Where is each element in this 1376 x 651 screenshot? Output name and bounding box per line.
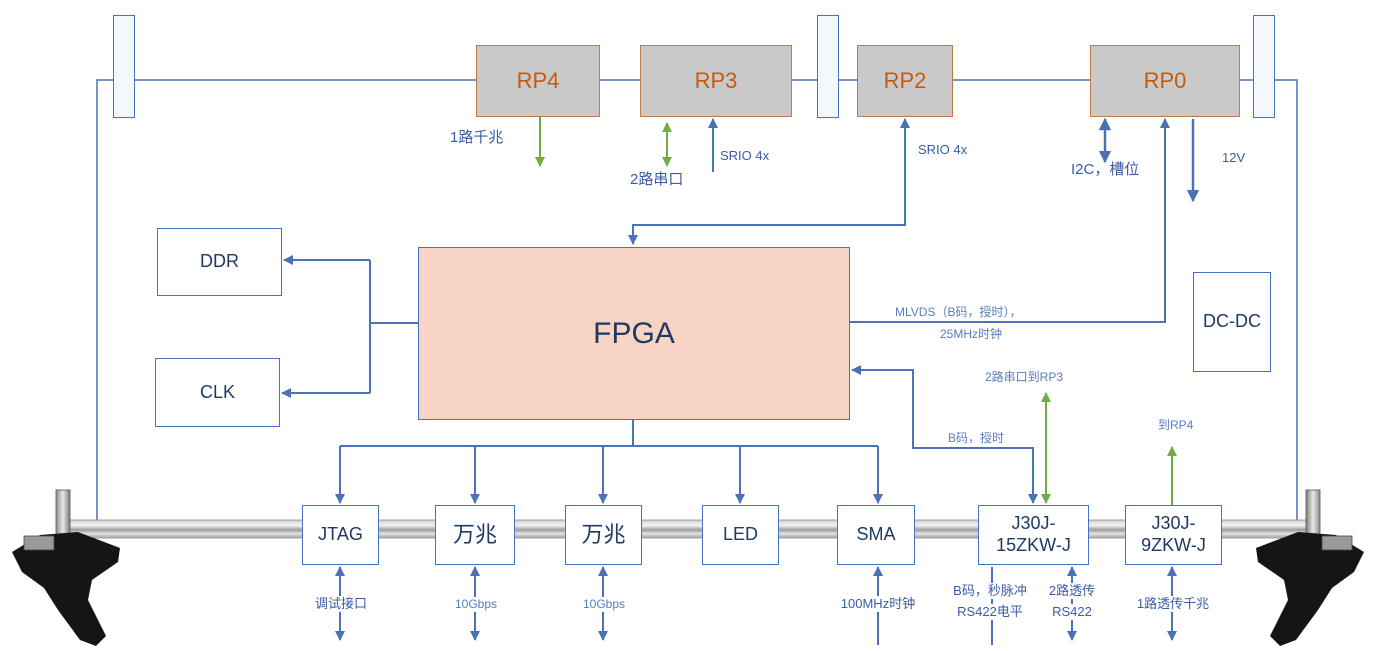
to-rp4-label: 到RP4	[1158, 418, 1194, 432]
serial-to-rp3-label: 2路串口到RP3	[985, 370, 1064, 384]
rp0-i2c-label: I2C，槽位	[1071, 161, 1140, 178]
rp4-link-label: 1路千兆	[450, 129, 504, 146]
right-ejector-handle	[1256, 489, 1364, 646]
ddr-label: DDR	[200, 251, 239, 272]
mlvds-label-line2: 25MHz时钟	[940, 327, 1003, 341]
guide-pin-left	[113, 15, 135, 118]
xg2-label: 万兆	[581, 521, 626, 547]
led-label: LED	[722, 524, 758, 545]
clk-label: CLK	[199, 381, 235, 402]
dcdc-label: DC-DC	[1203, 311, 1261, 332]
xg1-connector: 万兆	[435, 505, 515, 565]
rp0-label: RP0	[1143, 67, 1187, 93]
j30j15-io2-label-line1: 2路透传	[1046, 583, 1098, 600]
rp3-srio-label: SRIO 4x	[720, 148, 770, 163]
j30j9-io-label: 1路透传千兆	[1134, 596, 1212, 613]
mlvds-link	[850, 118, 1170, 323]
guide-pin-right	[1253, 15, 1275, 118]
jtag-io-label: 调试接口	[312, 596, 370, 613]
xg2-io-label: 10Gbps	[580, 597, 628, 613]
xg2-connector: 万兆	[565, 505, 642, 565]
rp3-serial-label: 2路串口	[630, 171, 684, 188]
rp4-connector: RP4	[476, 45, 600, 117]
fpga-block: FPGA	[418, 247, 850, 420]
bcode-timing-label: B码，授时	[948, 431, 1005, 445]
sma-connector: SMA	[837, 505, 915, 565]
j30j15-label-line1: J30J-	[1011, 513, 1056, 534]
ddr-block: DDR	[157, 228, 282, 296]
rp2-srio-label: SRIO 4x	[918, 142, 968, 157]
jtag-connector: JTAG	[302, 505, 379, 565]
rp2-srio-link	[628, 118, 910, 245]
j30j15-io2-label-line2: RS422	[1050, 604, 1094, 621]
rp2-connector: RP2	[857, 45, 953, 117]
fpga-left-trunk	[369, 260, 418, 393]
jtag-label: JTAG	[318, 524, 363, 545]
sma-io-label: 100MHz时钟	[838, 596, 918, 613]
led-connector: LED	[702, 505, 779, 565]
dcdc-block: DC-DC	[1193, 272, 1271, 372]
rp2-label: RP2	[883, 67, 927, 93]
clk-block: CLK	[155, 358, 280, 427]
sma-label: SMA	[856, 524, 896, 545]
j30j15-io1-label-line2: RS422电平	[955, 604, 1025, 621]
fpga-bottom-trunk	[340, 420, 878, 447]
left-ejector-handle	[12, 489, 120, 646]
rp4-label: RP4	[516, 67, 560, 93]
xg1-label: 万兆	[452, 521, 497, 547]
guide-pin-middle	[817, 15, 839, 118]
card-rail	[61, 519, 1311, 539]
j30j15-io1-label-line1: B码，秒脉冲	[951, 583, 1029, 600]
j30j15-connector: J30J- 15ZKW-J	[978, 505, 1089, 565]
j30j9-label-line1: J30J-	[1151, 513, 1196, 534]
rp0-connector: RP0	[1090, 45, 1240, 117]
mlvds-label-line1: MLVDS（B码，授时），	[895, 305, 1022, 319]
rp3-connector: RP3	[640, 45, 792, 117]
fpga-label: FPGA	[593, 316, 675, 350]
j30j9-label-line2: 9ZKW-J	[1141, 535, 1206, 555]
rp3-label: RP3	[694, 67, 738, 93]
j30j15-label-line2: 15ZKW-J	[996, 535, 1071, 555]
xg1-io-label: 10Gbps	[452, 597, 500, 613]
rp0-power-label: 12V	[1222, 150, 1246, 165]
j30j9-connector: J30J- 9ZKW-J	[1125, 505, 1222, 565]
bcode-timing-link	[851, 365, 1038, 504]
